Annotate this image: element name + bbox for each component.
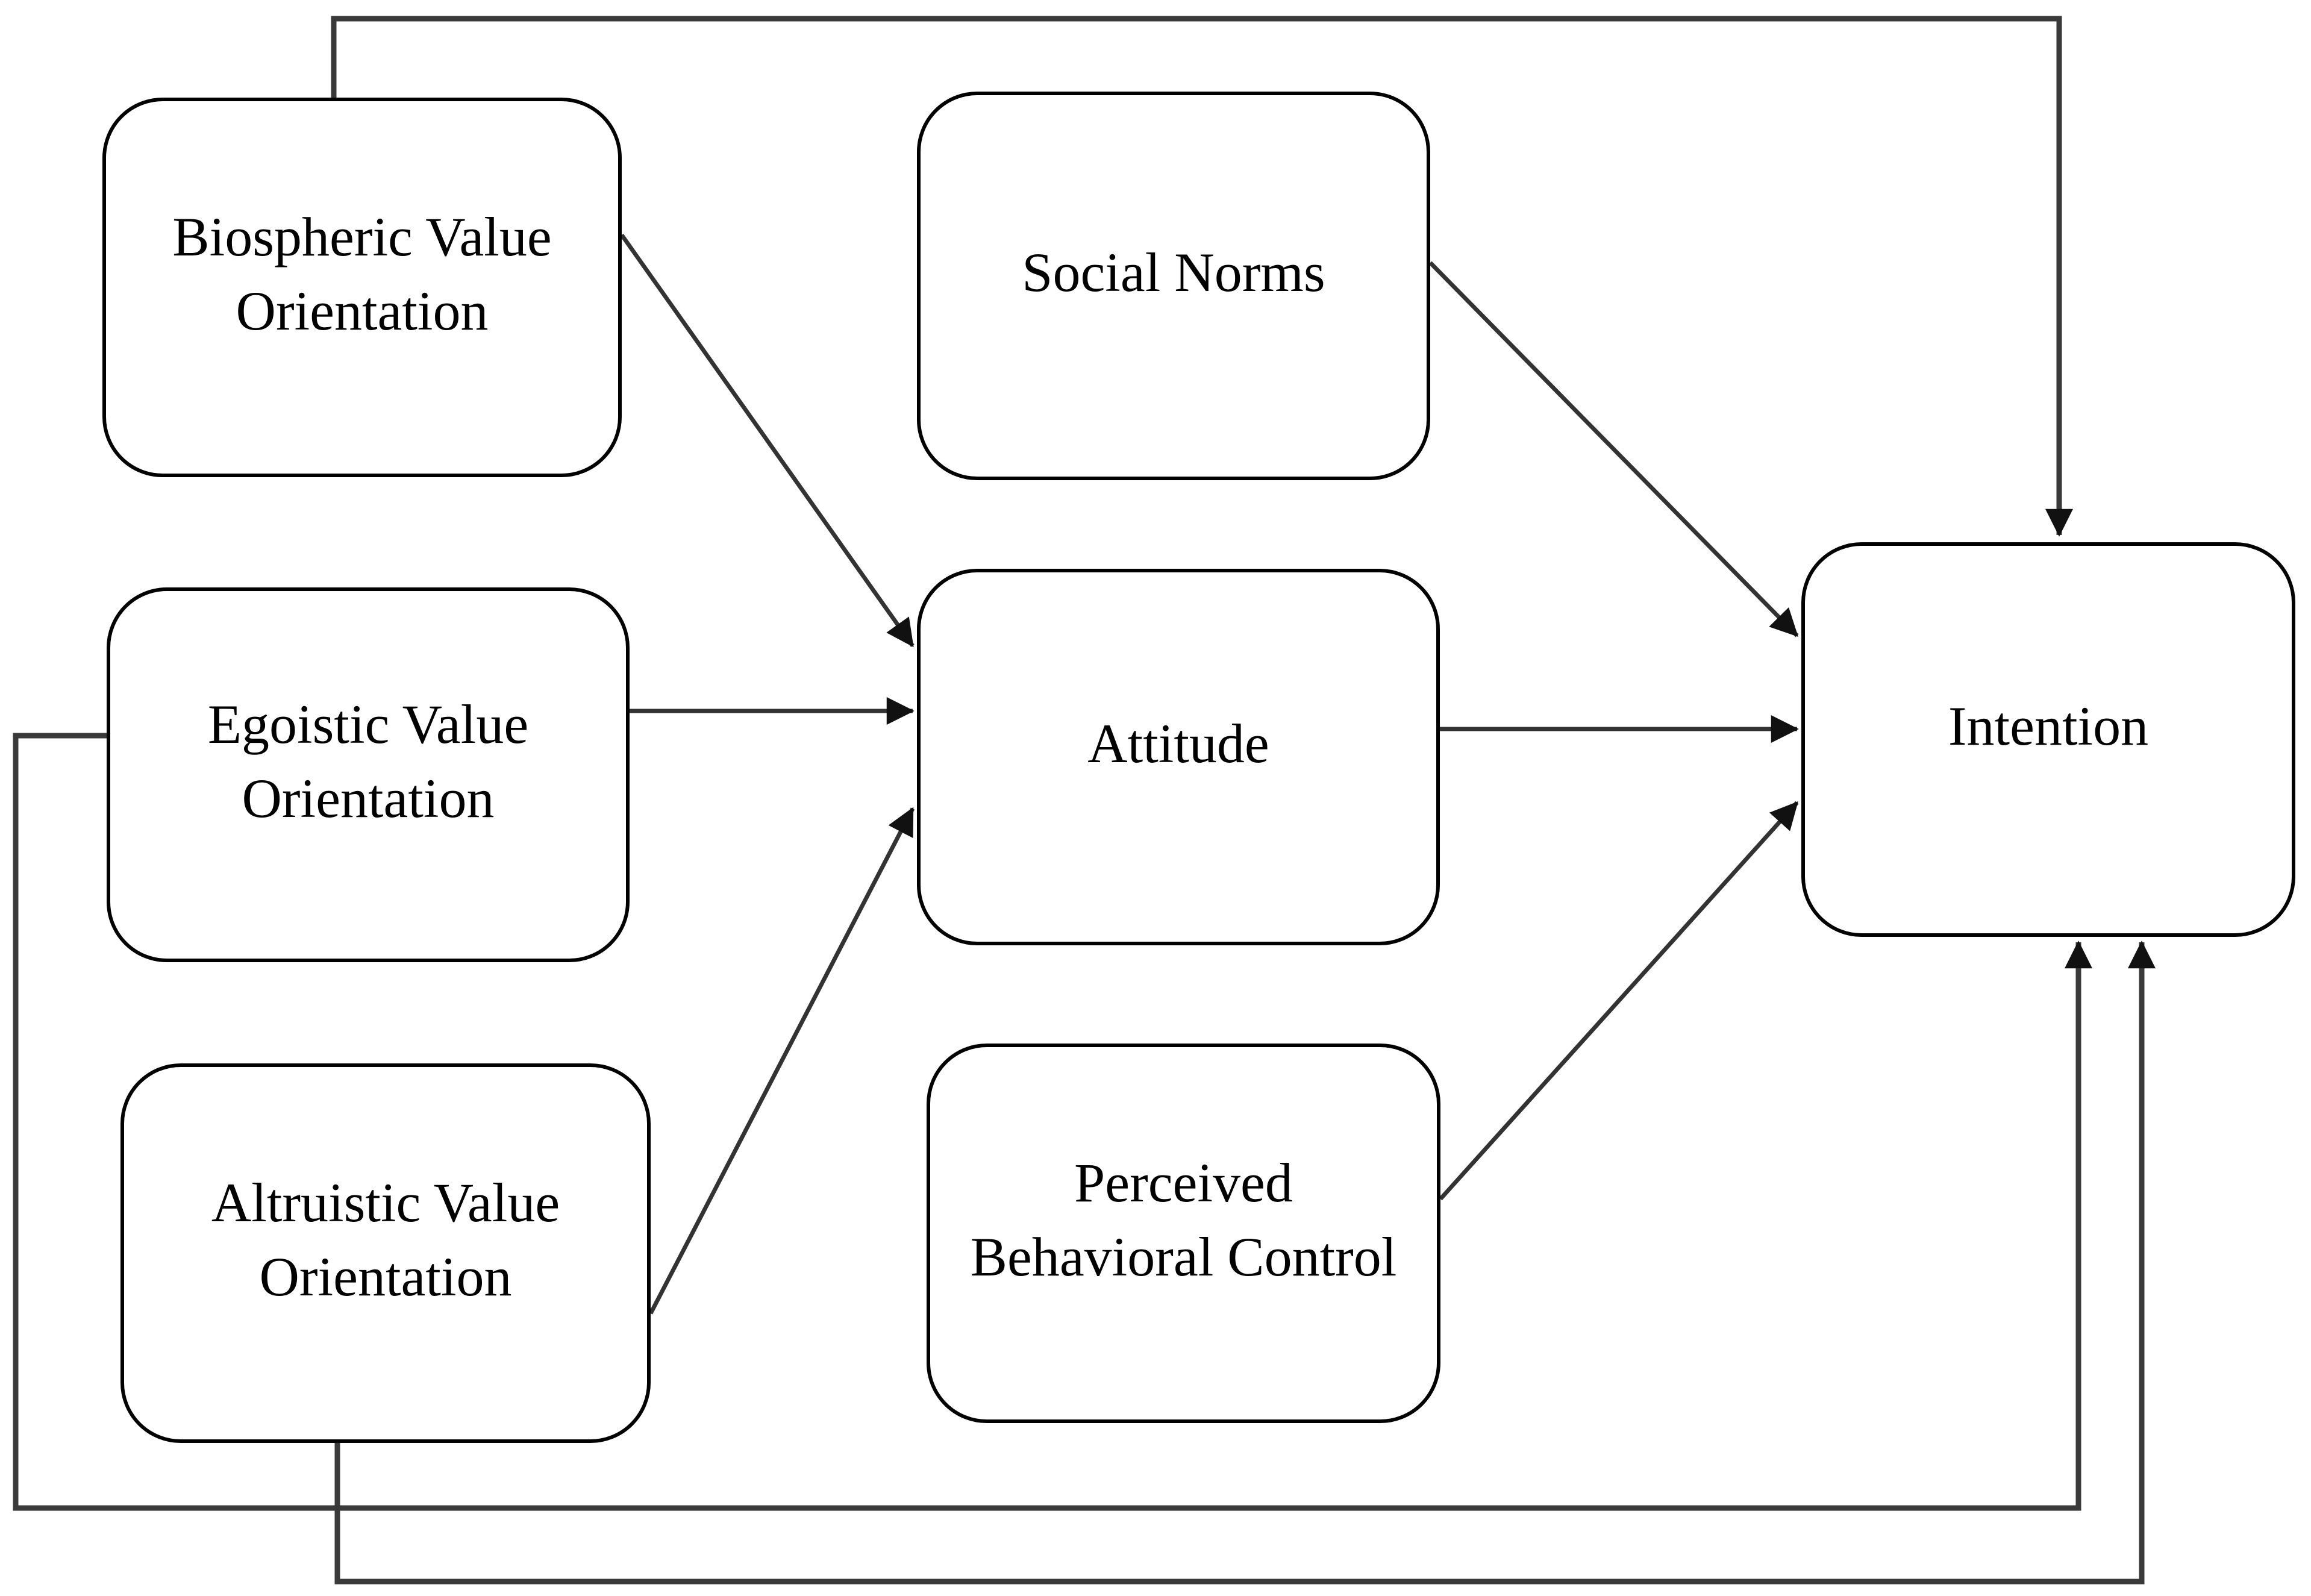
node-label: Perceived Behavioral Control [970, 1151, 1397, 1288]
arrow-altruistic-to-intention-bottom-route [334, 940, 2156, 1585]
node-label: Attitude [1087, 712, 1269, 774]
arrow-biospheric-to-intention-top-route [331, 16, 2073, 537]
node-perceived-behavioral-control: Perceived Behavioral Control [927, 1044, 1440, 1423]
node-biospheric-value-orientation: Biospheric Value Orientation [102, 98, 622, 477]
node-label: Egoistic Value Orientation [207, 693, 529, 829]
node-label: Social Norms [1022, 241, 1325, 303]
node-egoistic-value-orientation: Egoistic Value Orientation [107, 587, 630, 962]
node-label: Altruistic Value Orientation [211, 1171, 560, 1307]
node-label: Biospheric Value Orientation [172, 205, 552, 342]
arrow-pbc-to-intention [1439, 801, 1799, 1201]
arrow-altruistic-to-attitude [648, 807, 915, 1315]
arrow-egoistic-to-intention-bottom-route [13, 733, 2092, 1511]
arrow-biospheric-to-attitude [620, 233, 915, 648]
node-altruistic-value-orientation: Altruistic Value Orientation [120, 1063, 651, 1443]
node-intention: Intention [1801, 542, 2295, 937]
node-social-norms: Social Norms [917, 92, 1430, 480]
arrow-social-norms-to-intention [1428, 261, 1799, 637]
node-label: Intention [1948, 695, 2149, 757]
node-attitude: Attitude [917, 569, 1440, 945]
